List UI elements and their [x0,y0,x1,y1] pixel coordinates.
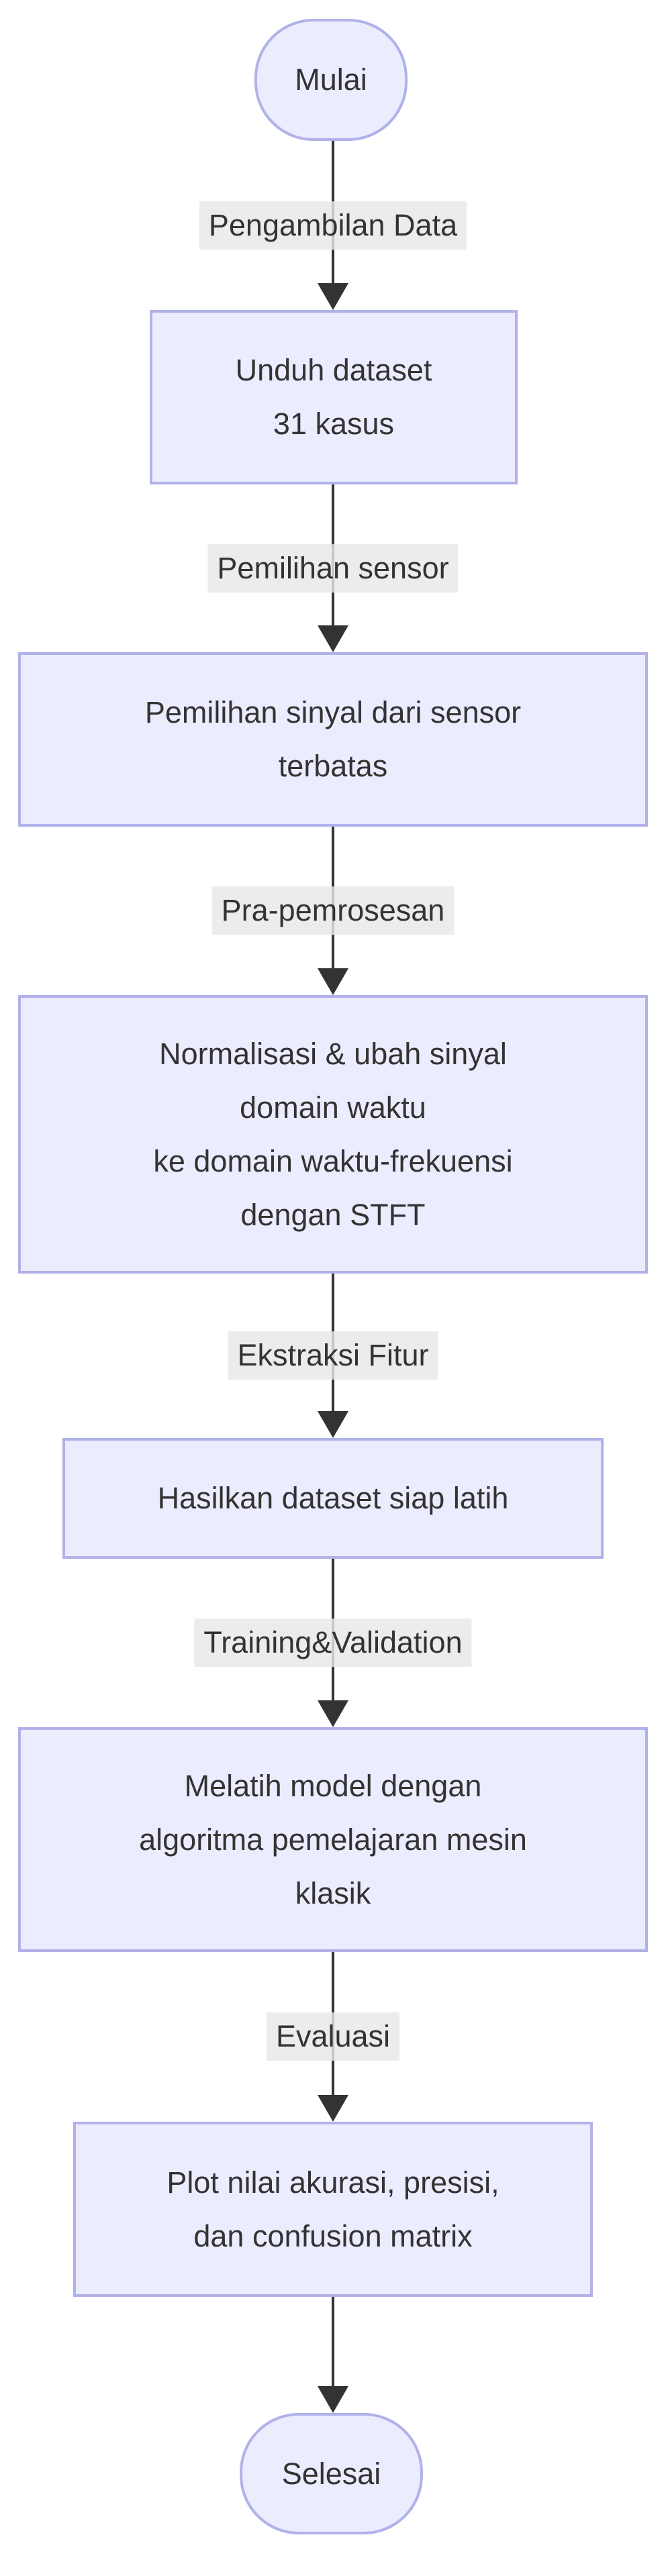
process-box-unduh-dataset: Unduh dataset 31 kasus [150,310,518,484]
process-box-melatih-model: Melatih model dengan algoritma pemelajar… [18,1727,648,1952]
edge-label-ekstraksi-fitur: Ekstraksi Fitur [228,1331,438,1380]
process-box-plot-hasil: Plot nilai akurasi, presisi, dan confusi… [73,2122,593,2297]
arrowhead-icon-2 [318,625,348,652]
end-node-selesai: Selesai [240,2413,423,2534]
arrowhead-icon-5 [318,1700,348,1727]
edge-label-training-validation: Training&Validation [194,1618,472,1667]
start-node-mulai: Mulai [254,19,408,141]
edge-label-pemilihan-sensor: Pemilihan sensor [207,544,459,593]
arrowhead-icon-4 [318,1411,348,1438]
arrowhead-icon-6 [318,2095,348,2122]
arrowhead-icon-7 [318,2386,348,2413]
edge-line-7 [332,2297,334,2387]
arrowhead-icon-1 [318,283,348,310]
process-box-normalisasi-stft: Normalisasi & ubah sinyal domain waktu k… [18,995,648,1274]
edge-label-evaluasi: Evaluasi [266,2012,400,2061]
process-box-pemilihan-sinyal: Pemilihan sinyal dari sensor terbatas [18,652,648,827]
arrowhead-icon-3 [318,968,348,995]
edge-label-pra-pemrosesan: Pra-pemrosesan [211,886,455,935]
edge-label-pengambilan-data: Pengambilan Data [199,201,467,250]
process-box-dataset-siap-latih: Hasilkan dataset siap latih [62,1438,604,1559]
